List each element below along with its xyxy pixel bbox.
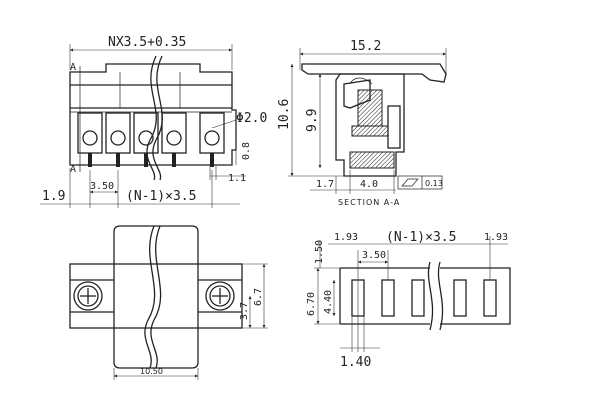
dim-height: 6.7 xyxy=(253,288,264,306)
screw-head-icon xyxy=(205,281,235,311)
pin xyxy=(210,153,214,167)
dim-hole: Φ2.0 xyxy=(236,111,267,126)
pin xyxy=(172,153,176,167)
terminal-cell xyxy=(105,112,131,154)
front-view: NX3.5+0.35 A A xyxy=(40,35,267,208)
screw-ring xyxy=(77,285,99,307)
terminal-cell xyxy=(199,112,225,154)
dim-height: 6.70 xyxy=(306,292,317,316)
terminal-cell xyxy=(77,112,103,154)
pcb-layout-view: 1.93 (N-1)×3.5 1.93 3.50 1.50 6.70 4.40 xyxy=(306,230,511,370)
dim-pitch-count: (N-1)×3.5 xyxy=(386,230,456,245)
dim-slot-height: 4.40 xyxy=(323,290,334,314)
dim-depth: 15.2 xyxy=(350,39,381,54)
break-line xyxy=(152,55,163,181)
dim-pin-width: 1.1 xyxy=(228,173,246,184)
screw-section xyxy=(357,89,383,127)
section-mark-top: A xyxy=(70,62,76,73)
break-line xyxy=(144,225,156,369)
front-body-outline xyxy=(69,63,237,166)
pins xyxy=(88,153,214,167)
screw-hole xyxy=(138,130,154,146)
pcb-slot xyxy=(453,279,467,317)
break-line xyxy=(150,225,162,369)
pcb-outline xyxy=(340,267,511,325)
break-line xyxy=(146,55,157,181)
bottom-base xyxy=(69,263,243,329)
pin xyxy=(116,153,120,167)
side-body xyxy=(335,73,405,177)
leader-hole xyxy=(211,119,237,129)
flatness-symbol xyxy=(401,178,419,187)
dim-pitch: 3.50 xyxy=(362,250,386,261)
break-line xyxy=(427,261,434,331)
break-line xyxy=(437,261,444,331)
screw-head-right xyxy=(205,281,235,311)
dim-left-offset: 1.9 xyxy=(42,189,65,204)
dim-top: 1.50 xyxy=(314,240,325,264)
side-slot xyxy=(387,105,401,149)
dim-width: 10.50 xyxy=(140,367,163,376)
top-handle xyxy=(301,63,447,83)
dim-edge-right: 1.93 xyxy=(484,232,508,243)
dim-inner: 3.7 xyxy=(239,302,250,320)
dim-pitch: 3.50 xyxy=(90,181,114,192)
screw-ring xyxy=(209,285,231,307)
pcb-slot xyxy=(411,279,425,317)
side-view: 15.2 10.6 9.9 1.7 4.0 0.13 SECTION A-A xyxy=(277,39,447,207)
screw-hole xyxy=(82,130,98,146)
clamp-section xyxy=(351,125,389,137)
dim-pitch-count: (N-1)×3.5 xyxy=(126,189,196,204)
screw-head-left xyxy=(73,281,103,311)
pcb-slot xyxy=(483,279,497,317)
dim-edge-left: 1.93 xyxy=(334,232,358,243)
screw-hole xyxy=(166,130,182,146)
dim-total-width: NX3.5+0.35 xyxy=(108,35,186,50)
bottom-plug-body xyxy=(113,225,199,369)
dim-slot-width: 1.40 xyxy=(340,355,371,370)
screw-hole xyxy=(110,130,126,146)
terminal-cell xyxy=(133,112,159,154)
wire-entry xyxy=(349,77,373,85)
terminal-cells xyxy=(77,112,225,154)
pin xyxy=(88,153,92,167)
contact-section xyxy=(349,151,395,169)
flatness-frame xyxy=(397,175,443,190)
flatness-value: 0.13 xyxy=(425,179,443,188)
screw-hole xyxy=(204,130,220,146)
dim-pin-offset: 0.8 xyxy=(241,142,252,160)
bottom-view: 6.7 3.7 10.50 xyxy=(69,225,268,380)
pcb-slots xyxy=(351,279,497,317)
dim-bottom-left: 1.7 xyxy=(316,179,334,190)
screw-head-icon xyxy=(73,281,103,311)
dim-height-total: 10.6 xyxy=(277,99,292,130)
section-label: SECTION A-A xyxy=(338,198,400,207)
dim-bottom-width: 4.0 xyxy=(360,179,378,190)
dim-height-body: 9.9 xyxy=(305,109,320,132)
pcb-slot xyxy=(381,279,395,317)
terminal-cell xyxy=(161,112,187,154)
section-mark-bottom: A xyxy=(70,164,76,175)
pin xyxy=(144,153,148,167)
